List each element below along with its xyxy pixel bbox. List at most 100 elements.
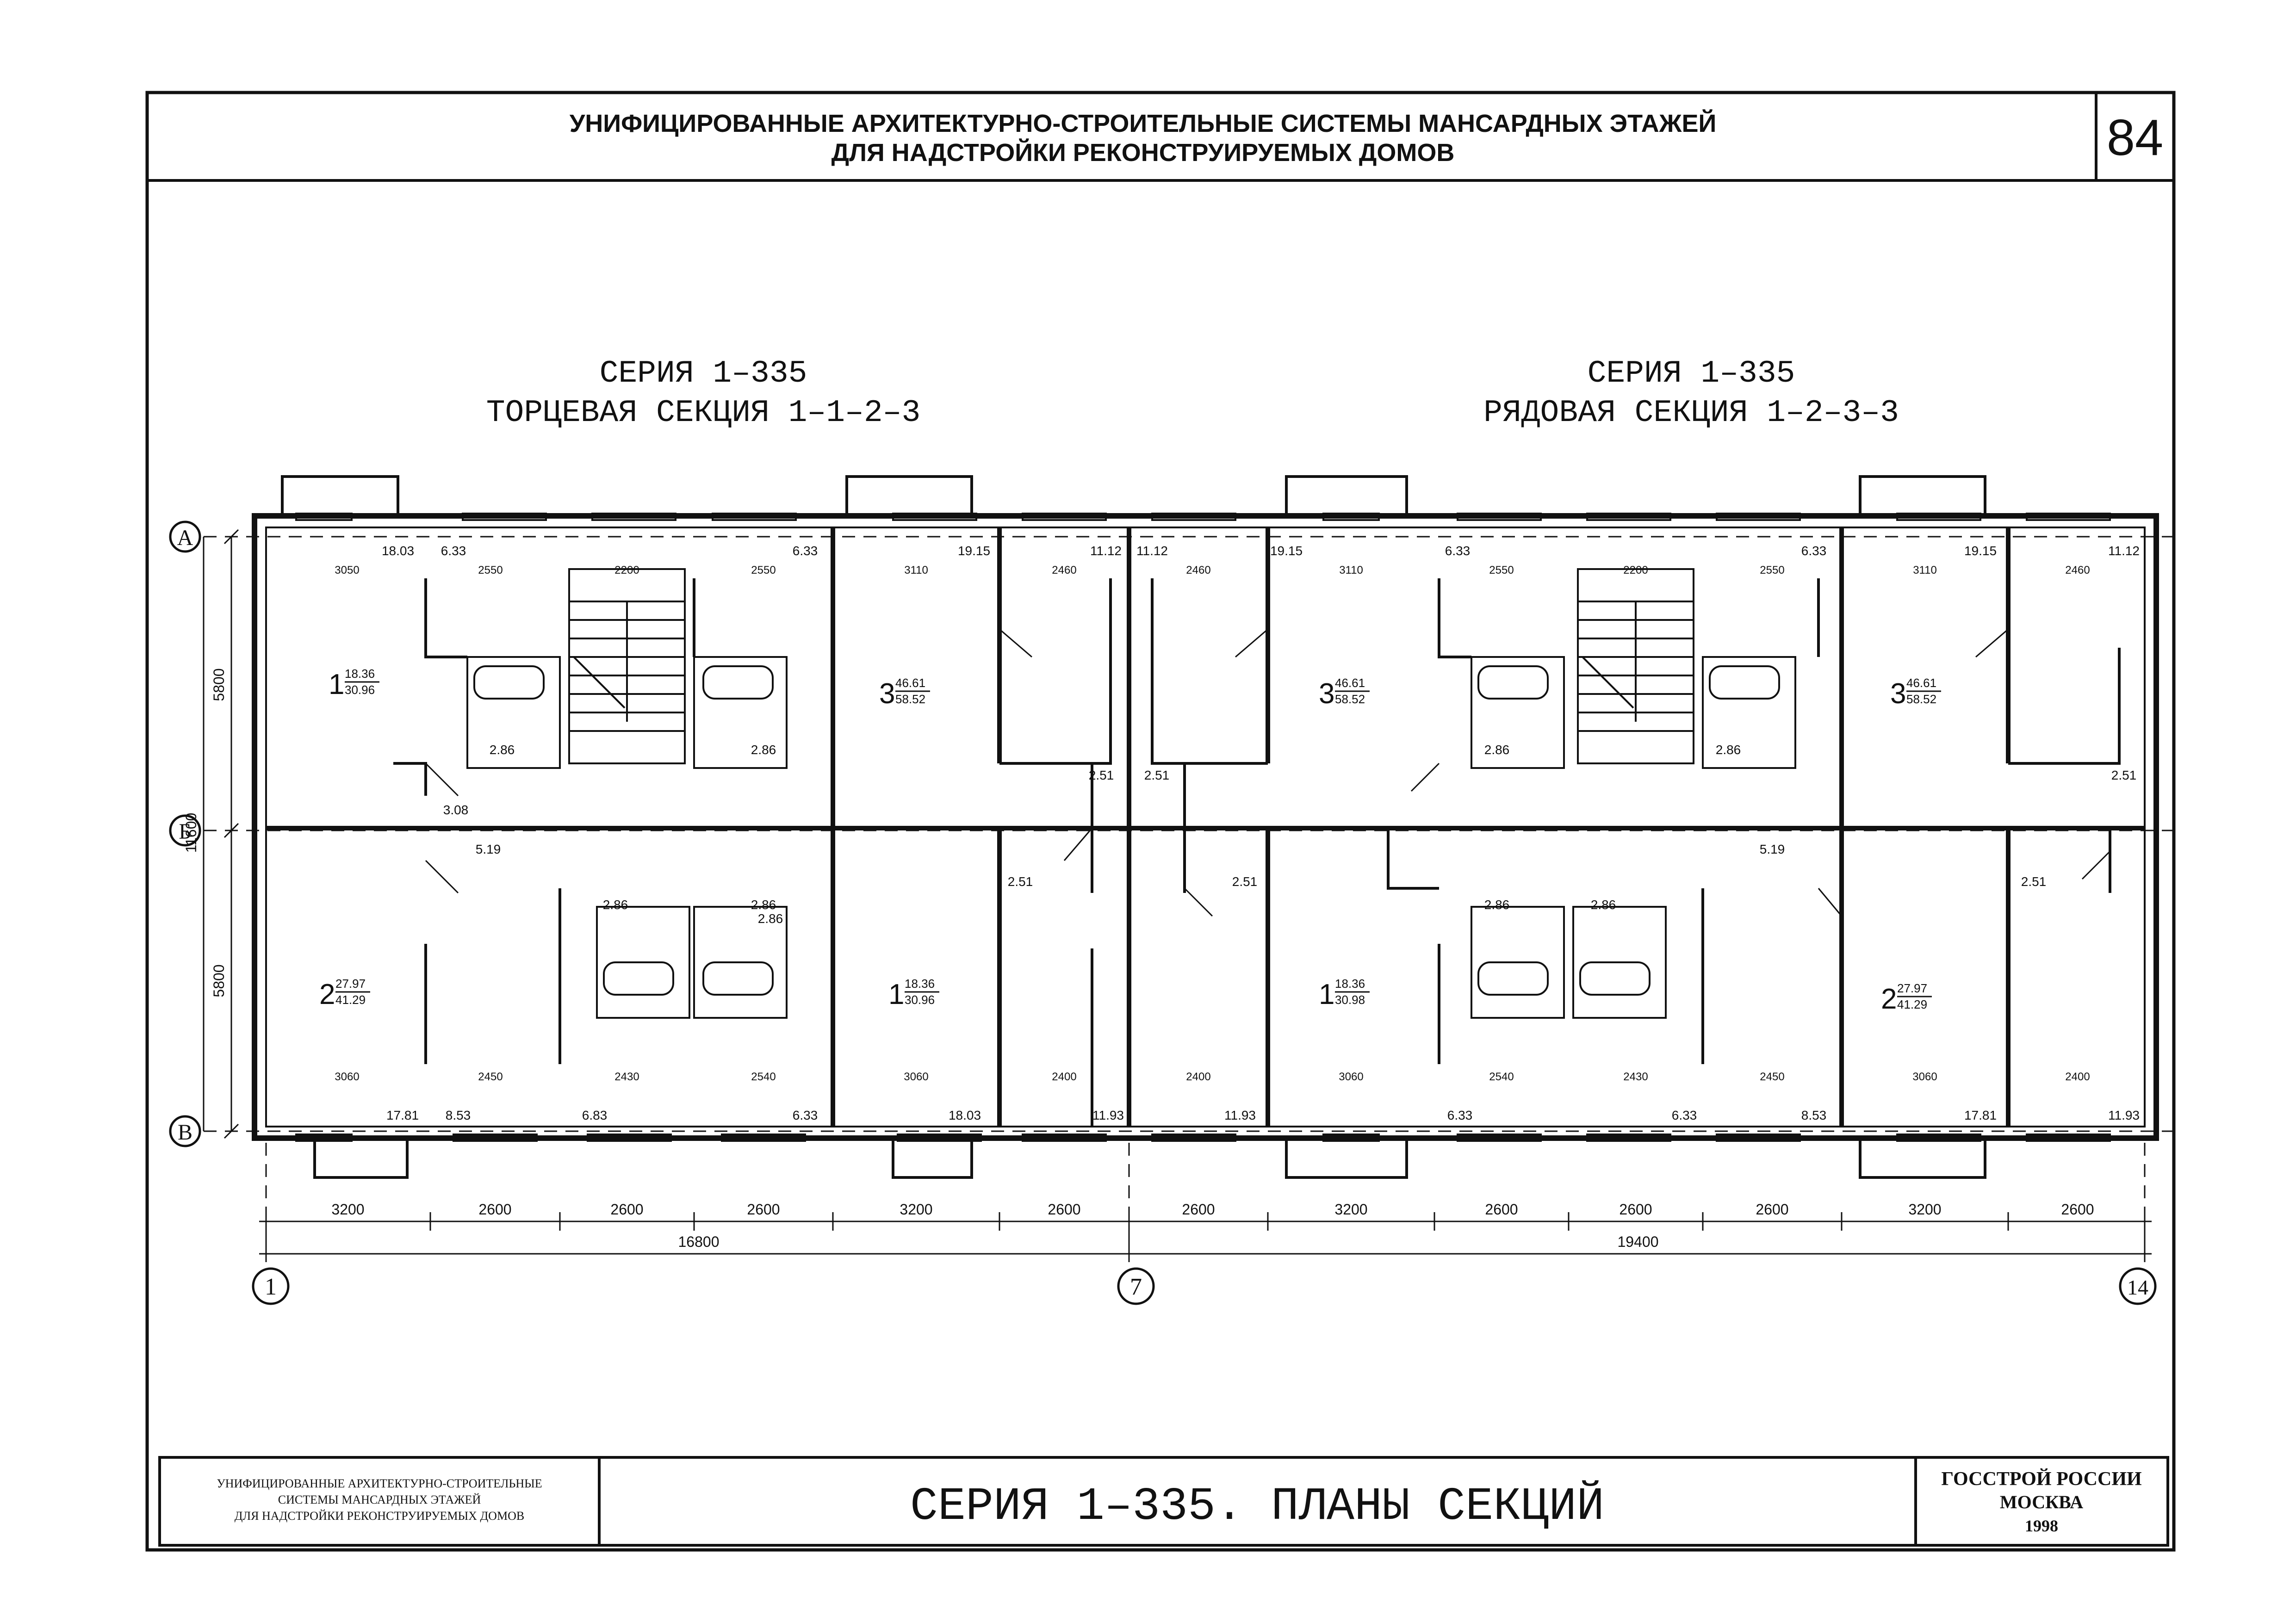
- room-area: 2.51: [2021, 874, 2047, 889]
- staircase-right: [1577, 568, 1694, 764]
- room-area: 17.81: [386, 1108, 419, 1122]
- inner-dim: 2450: [1760, 1071, 1784, 1083]
- left-section-name: ТОРЦЕВАЯ СЕКЦИЯ 1–1–2–3: [486, 395, 921, 431]
- apartment-total-area: 58.52: [895, 692, 925, 706]
- bathrooms: [466, 656, 1796, 1019]
- room-area: 11.93: [1224, 1108, 1256, 1122]
- room-area: 6.33: [793, 544, 818, 558]
- inner-dim: 2460: [1186, 564, 1210, 576]
- dim-span: 3200: [331, 1201, 364, 1218]
- room-area: 6.33: [1447, 1108, 1473, 1122]
- apartment-living-area: 46.61: [1906, 676, 1936, 690]
- inner-dim: 2400: [1186, 1071, 1210, 1083]
- apartment-living-area: 18.36: [905, 977, 935, 991]
- apartment-marker: 3 46.61 58.52: [879, 676, 930, 710]
- inner-dim: 2460: [1052, 564, 1076, 576]
- apartment-rooms: 3: [1890, 678, 1906, 710]
- inner-dim: 2550: [751, 564, 776, 576]
- axis-label-b: Б: [179, 819, 192, 844]
- windows-top: [295, 513, 2111, 521]
- axis-label-7: 7: [1130, 1274, 1142, 1300]
- room-areas-top: 18.03 6.33 6.33 19.15 11.12 11.12 19.15 …: [382, 544, 2140, 558]
- dim-total-right: 19400: [1618, 1233, 1659, 1250]
- cross-walls: [831, 527, 2011, 1127]
- bottom-span-labels: 3200 2600 2600 2600 3200 2600 2600 3200 …: [331, 1201, 2094, 1250]
- apartment-markers: 1 18.36 30.96 3 46.61 58.52 3 46.61 58.5…: [319, 667, 1941, 1015]
- bottom-dimensions: [259, 1212, 2152, 1258]
- room-area: 2.86: [751, 743, 776, 757]
- title-block: [158, 1456, 2169, 1547]
- apartment-total-area: 30.96: [345, 683, 375, 697]
- room-area: 2.86: [758, 911, 783, 926]
- year: 1998: [2025, 1517, 2058, 1535]
- drawing-title: СЕРИЯ 1–335. ПЛАНЫ СЕКЦИЙ: [910, 1480, 1604, 1533]
- room-area: 6.33: [1801, 544, 1827, 558]
- inner-dims-bottom: 3060 2450 2430 2540 3060 2400 2400 3060 …: [335, 1071, 2090, 1083]
- room-area: 8.53: [446, 1108, 471, 1122]
- apartment-rooms: 1: [329, 669, 344, 700]
- room-areas-middle: 2.86 3.08 5.19 2.86 2.86 2.51 2.51 2.51 …: [443, 743, 2137, 926]
- inner-dim: 3060: [904, 1071, 928, 1083]
- apartment-total-area: 30.98: [1335, 993, 1365, 1007]
- dim-span: 3200: [1908, 1201, 1941, 1218]
- balcony: [1285, 475, 1408, 516]
- room-area: 2.86: [490, 743, 515, 757]
- balcony: [892, 1138, 973, 1179]
- room-area: 11.12: [1136, 544, 1168, 558]
- header-title-line1: УНИФИЦИРОВАННЫЕ АРХИТЕКТУРНО-СТРОИТЕЛЬНЫ…: [570, 109, 1717, 137]
- room-area: 18.03: [949, 1108, 981, 1122]
- apartment-total-area: 58.52: [1906, 692, 1936, 706]
- dim-span: 2600: [2061, 1201, 2094, 1218]
- inner-dim: 2430: [1623, 1071, 1648, 1083]
- room-area: 6.33: [1672, 1108, 1697, 1122]
- dim-span: 2600: [478, 1201, 511, 1218]
- room-area: 2.86: [1484, 743, 1510, 757]
- dim-span: 3200: [1334, 1201, 1367, 1218]
- inner-dim: 2450: [478, 1071, 503, 1083]
- staircase-left: [568, 568, 686, 764]
- axis-label-v: В: [178, 1120, 192, 1145]
- room-area: 6.33: [1445, 544, 1471, 558]
- dim-span: 2600: [1619, 1201, 1652, 1218]
- inner-dim: 3050: [335, 564, 359, 576]
- room-area: 5.19: [476, 842, 501, 856]
- dim-span: 2600: [610, 1201, 643, 1218]
- room-area: 11.12: [2108, 544, 2140, 558]
- floor-plan: [204, 475, 2175, 1286]
- dim-span: 2600: [747, 1201, 780, 1218]
- sheet-frame: [145, 91, 2176, 1552]
- room-area: 2.86: [1591, 898, 1616, 912]
- inner-dim: 3110: [904, 564, 928, 576]
- room-area: 2.51: [1232, 874, 1258, 889]
- apartment-total-area: 30.96: [905, 993, 935, 1007]
- apartment-living-area: 46.61: [895, 676, 925, 690]
- partitions: [393, 578, 2121, 1127]
- apartment-marker: 1 18.36 30.96: [329, 667, 379, 700]
- balcony: [1859, 475, 1986, 516]
- balcony: [1285, 1138, 1408, 1179]
- room-area: 19.15: [1270, 544, 1303, 558]
- apartment-living-area: 27.97: [1897, 981, 1927, 995]
- apartment-rooms: 3: [1319, 678, 1334, 710]
- room-area: 18.03: [382, 544, 414, 558]
- dim-span: 2600: [1485, 1201, 1518, 1218]
- inner-dim: 2400: [1052, 1071, 1076, 1083]
- room-area: 2.86: [1484, 898, 1510, 912]
- inner-dim: 2460: [2065, 564, 2090, 576]
- dim-span: 2600: [1048, 1201, 1080, 1218]
- room-area: 2.86: [1716, 743, 1741, 757]
- inner-dims-top: 3050 2550 2200 2550 3110 2460 2460 3110 …: [335, 564, 2090, 576]
- apartment-living-area: 46.61: [1335, 676, 1365, 690]
- inner-dim: 2400: [2065, 1071, 2090, 1083]
- inner-dim: 2550: [478, 564, 503, 576]
- room-area: 2.51: [1008, 874, 1033, 889]
- apartment-living-area: 18.36: [345, 667, 375, 681]
- room-area: 6.83: [582, 1108, 608, 1122]
- sheet-number: 84: [2107, 109, 2163, 166]
- balcony: [281, 475, 399, 516]
- inner-dim: 3060: [335, 1071, 359, 1083]
- room-area: 2.86: [603, 898, 628, 912]
- room-area: 19.15: [1964, 544, 1997, 558]
- apartment-marker: 1 18.36 30.96: [888, 977, 939, 1010]
